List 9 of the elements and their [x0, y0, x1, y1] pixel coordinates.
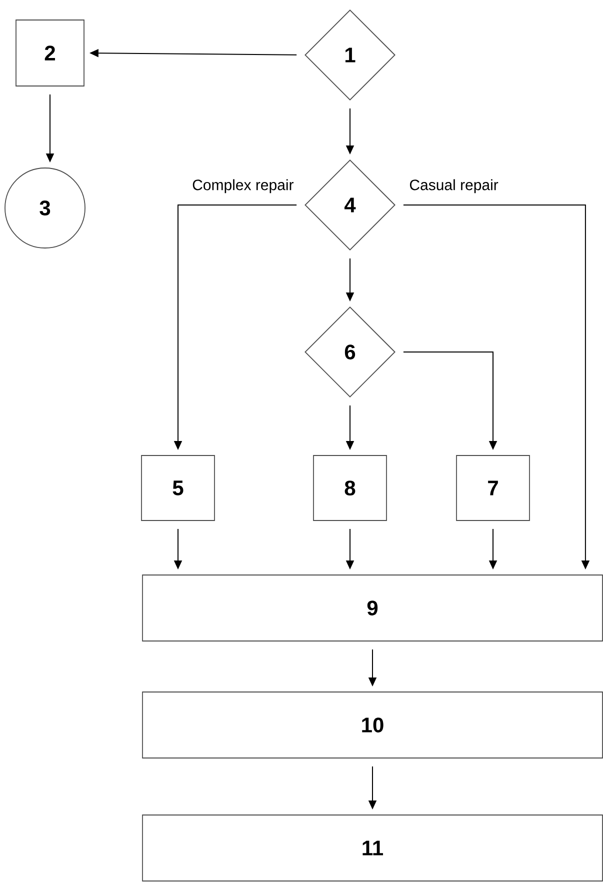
process-box: 10 [142, 692, 603, 758]
process-box: 8 [313, 455, 387, 521]
process-box: 2 [16, 20, 84, 86]
edge-label: Complex repair [192, 179, 294, 194]
process-box: 9 [142, 574, 603, 642]
process-box: 7 [456, 455, 530, 521]
process-box: 11 [142, 814, 603, 882]
edge-label: Casual repair [410, 179, 498, 194]
process-box: 5 [141, 455, 215, 521]
